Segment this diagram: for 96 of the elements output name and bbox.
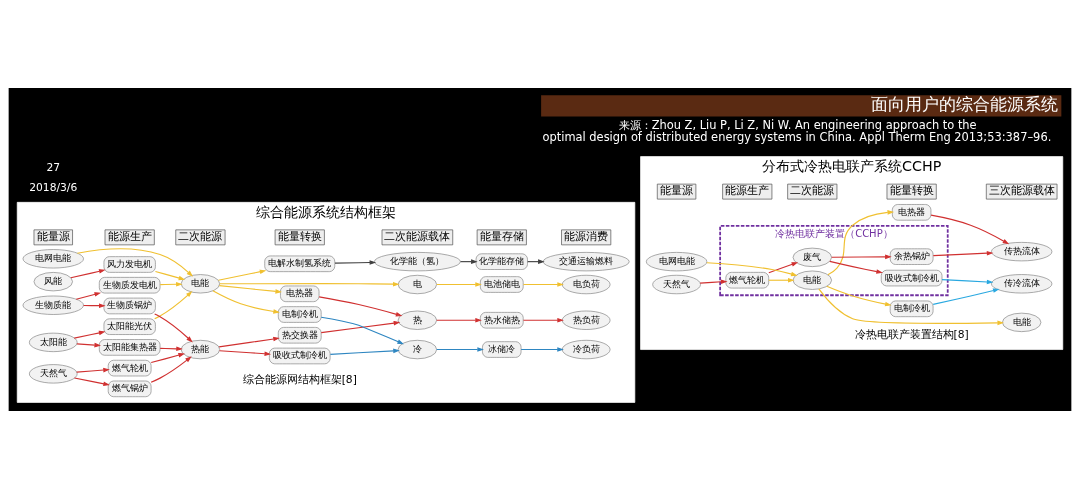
node-ellipse: 冷负荷 <box>561 339 611 360</box>
node-box: 能源生产 <box>104 229 155 246</box>
node-box: 化学能存储 <box>475 253 528 270</box>
node-ellipse: 天然气 <box>29 364 78 384</box>
label: 综合能源网结构框架[8] <box>242 372 357 386</box>
label: 2018/3/6 <box>29 181 78 195</box>
node-box: 电制冷机 <box>889 300 934 318</box>
node-box: 吸收式制冷机 <box>880 269 943 287</box>
node-box: 能源消费 <box>561 229 612 246</box>
arrow <box>436 347 484 352</box>
arrow <box>941 279 994 285</box>
arrow <box>699 279 728 285</box>
node-ellipse: 电 <box>397 274 438 295</box>
node-box: 能量转换 <box>274 229 325 246</box>
node-box: 能量源 <box>656 183 697 200</box>
node-box: 太阳能光伏 <box>103 318 156 335</box>
arrow <box>831 254 892 260</box>
node-box: 二次能源 <box>175 229 226 246</box>
arrow <box>818 288 1004 326</box>
arrow <box>826 285 892 307</box>
node-box: 冰储冷 <box>482 341 522 358</box>
node-box: 余热锅炉 <box>889 248 934 265</box>
node-ellipse: 天然气 <box>652 274 701 295</box>
arrow <box>154 270 186 281</box>
arrow <box>150 356 192 383</box>
arrow <box>436 282 482 287</box>
node-box: 电制冷机 <box>277 306 322 323</box>
node-box: 电解水制氢系统 <box>264 255 336 272</box>
node-box: 二次能源载体 <box>381 229 454 246</box>
arrow <box>76 248 194 277</box>
node-box: 热交换器 <box>277 327 322 344</box>
node-ellipse: 电网电能 <box>22 249 84 269</box>
node-box: 电热器 <box>892 204 932 221</box>
node-ellipse: 电负荷 <box>561 274 611 295</box>
node-box: 能量转换 <box>886 183 937 200</box>
node-ellipse: 热负荷 <box>561 310 611 330</box>
node-box: 燃气锅炉 <box>107 380 152 398</box>
arrow <box>932 288 1000 305</box>
arrow <box>76 342 101 348</box>
arrow <box>320 316 404 345</box>
arrow <box>217 269 267 281</box>
node-box: 电池储电 <box>479 276 524 293</box>
arrow <box>706 262 798 277</box>
label: 27 <box>46 160 61 174</box>
arrow <box>212 290 280 314</box>
caption: 来源：Zhou Z, Liu P, Li Z, Ni W. An engineering approach to the optimal design of distributed energy systems in China. Appl Therm Eng 2013;53:387–96. <box>542 117 1052 145</box>
arrow <box>829 260 883 274</box>
arrow <box>219 281 400 287</box>
node-box: 生物质锅炉 <box>103 297 156 315</box>
arrow <box>520 347 564 352</box>
node-ellipse: 化学能（氢） <box>374 252 461 272</box>
node-box: 三次能源载体 <box>985 183 1058 200</box>
node-ellipse: 太阳能 <box>29 332 78 352</box>
arrow <box>318 296 403 317</box>
arrow <box>218 336 280 348</box>
node-box: 能量存储 <box>476 229 527 246</box>
node-box: 能源生产 <box>722 183 773 200</box>
node-box: 吸收式制冷机 <box>269 347 331 365</box>
arrow <box>150 352 185 364</box>
node-box: 太阳能集热器 <box>98 339 161 356</box>
arrow <box>930 214 1010 245</box>
arrow <box>436 317 482 323</box>
node-ellipse: 生物质能 <box>22 295 84 315</box>
node-box: 电热器 <box>280 285 320 303</box>
arrow <box>522 282 564 287</box>
arrow <box>218 285 282 294</box>
node-ellipse: 风能 <box>33 272 73 292</box>
arrow <box>154 290 193 320</box>
arrow <box>75 292 102 300</box>
label: 冷热电联产装置结构[8] <box>854 328 969 342</box>
arrow <box>70 269 106 279</box>
arrow <box>73 377 110 386</box>
node-box: 风力发电机 <box>103 256 156 273</box>
arrow <box>154 313 193 343</box>
arrow <box>932 250 994 257</box>
arrow <box>522 317 564 323</box>
arrow <box>329 348 400 355</box>
arrow <box>218 350 272 356</box>
node-box: 燃气轮机 <box>725 272 770 289</box>
node-box: 生物质发电机 <box>98 277 161 294</box>
node-ellipse: 电能 <box>1002 312 1042 332</box>
node-ellipse: 交通运输燃料 <box>542 252 630 272</box>
arrow <box>768 262 799 274</box>
node-ellipse: 电网电能 <box>645 252 708 272</box>
diagram-title: 面向用户的综合能源系统 <box>870 94 1058 115</box>
arrow <box>320 320 401 334</box>
arrow <box>768 277 795 283</box>
node-box: 二次能源 <box>787 183 838 200</box>
arrow <box>334 260 377 265</box>
arrow <box>76 367 110 373</box>
arrow <box>73 330 106 339</box>
node-ellipse: 传热流体 <box>991 242 1053 262</box>
arrow <box>827 210 895 276</box>
node-box: 燃气轮机 <box>107 359 152 377</box>
node-box: 热水储热 <box>479 312 524 329</box>
node-box: 能量源 <box>33 229 73 246</box>
